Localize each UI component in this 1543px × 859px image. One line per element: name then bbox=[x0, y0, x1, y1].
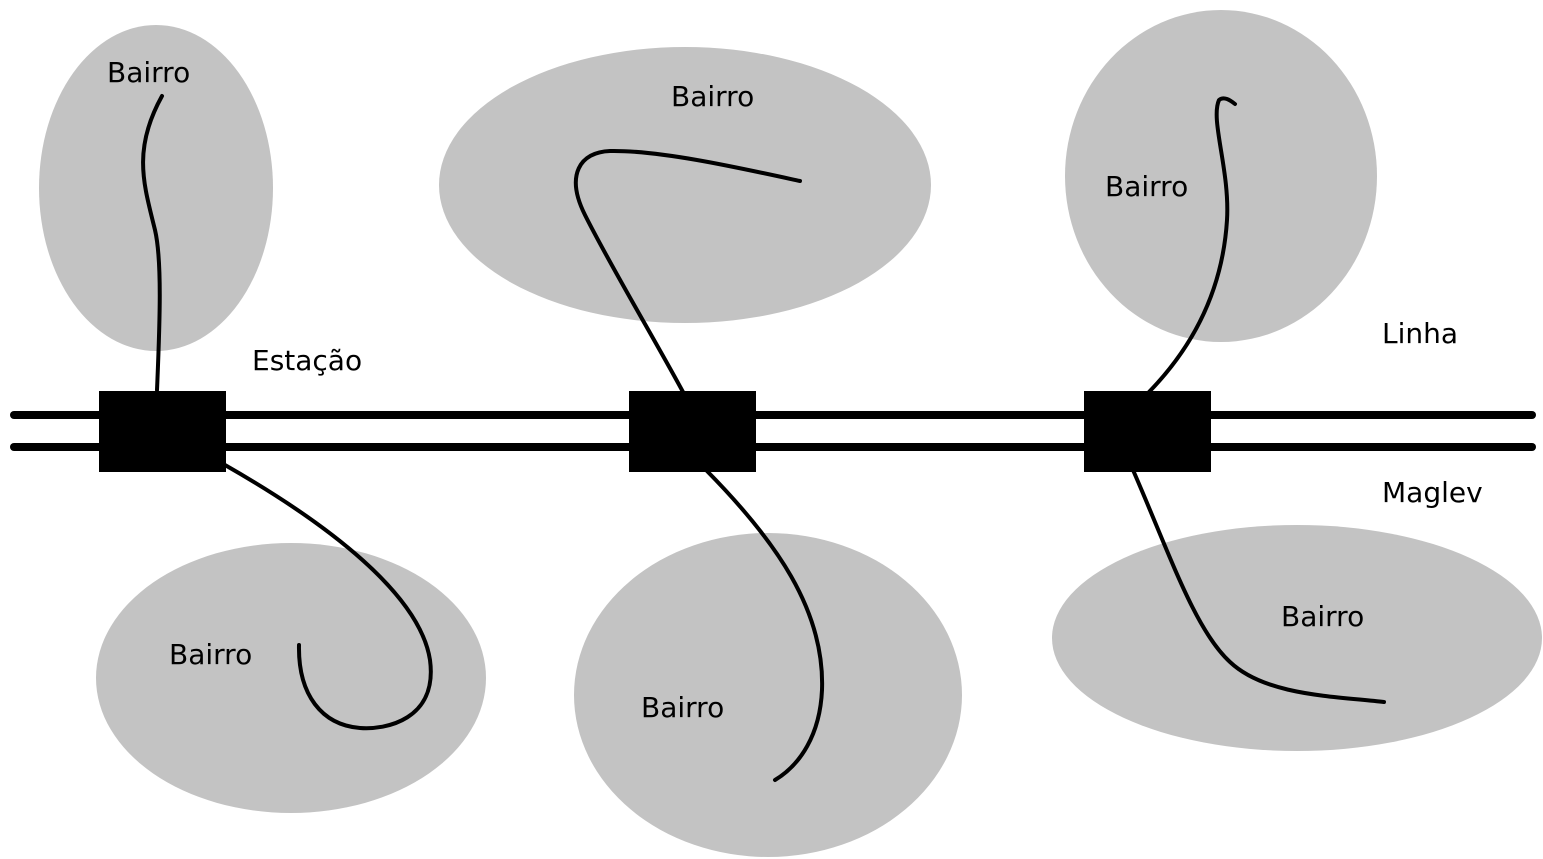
neighborhood-label: Bairro bbox=[671, 80, 754, 113]
neighborhood-top-right bbox=[1065, 10, 1377, 342]
path-station2-top bbox=[574, 148, 802, 394]
labels: Bairro Bairro Bairro Bairro Bairro Bairr… bbox=[107, 56, 1483, 724]
neighborhood-label: Bairro bbox=[107, 56, 190, 89]
neighborhood-bottom-right bbox=[1052, 525, 1542, 751]
stations bbox=[99, 391, 1211, 472]
line-label: Linha bbox=[1382, 317, 1458, 350]
station-2 bbox=[629, 391, 756, 472]
neighborhood-label: Bairro bbox=[1105, 170, 1188, 203]
connector-paths bbox=[141, 94, 1386, 782]
path-station1-bottom bbox=[223, 463, 433, 731]
path-station3-top bbox=[1147, 96, 1237, 394]
station-label: Estação bbox=[252, 344, 362, 377]
station-3 bbox=[1084, 391, 1211, 472]
neighborhoods bbox=[39, 10, 1542, 857]
maglev-track bbox=[10, 411, 1536, 451]
neighborhood-label: Bairro bbox=[641, 691, 724, 724]
path-station1-top bbox=[141, 94, 164, 392]
neighborhood-top-middle bbox=[439, 47, 931, 323]
neighborhood-bottom-left bbox=[96, 543, 486, 813]
path-station3-bottom bbox=[1131, 468, 1386, 704]
neighborhood-label: Bairro bbox=[1281, 600, 1364, 633]
neighborhood-top-left bbox=[39, 25, 273, 351]
neighborhood-bottom-middle bbox=[574, 533, 962, 857]
station-1 bbox=[99, 391, 226, 472]
path-station2-bottom bbox=[705, 469, 825, 782]
neighborhood-label: Bairro bbox=[169, 638, 252, 671]
maglev-label: Maglev bbox=[1382, 476, 1483, 509]
